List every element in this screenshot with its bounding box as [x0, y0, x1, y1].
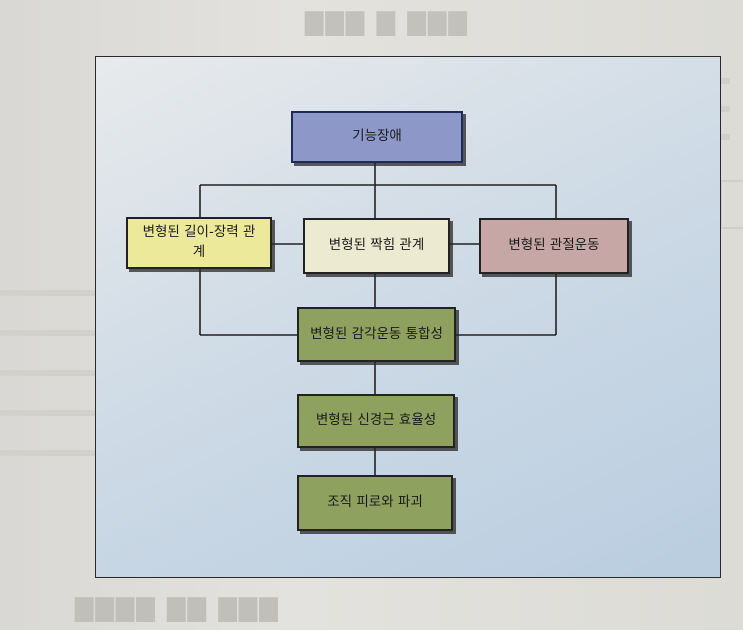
node-impairment: 기능장애 [291, 111, 463, 163]
node-label: 변형된 짝힘 관계 [328, 237, 425, 254]
node-joint-motion: 변형된 관절운동 [479, 218, 629, 274]
background-text-line [0, 410, 95, 416]
node-sensorimotor-integration: 변형된 감각운동 통합성 [297, 307, 456, 362]
node-force-couple: 변형된 짝힘 관계 [303, 218, 450, 274]
node-tissue-fatigue: 조직 피로와 파괴 [297, 475, 453, 531]
background-heading: ▇▇▇ ▇ ▇▇▇ [305, 8, 469, 36]
node-length-tension: 변형된 길이-장력 관계 [126, 217, 272, 269]
node-label: 변형된 관절운동 [508, 237, 600, 254]
node-label: 조직 피로와 파괴 [327, 494, 423, 511]
node-label: 변형된 신경근 효율성 [315, 412, 437, 429]
node-label: 변형된 길이-장력 관계 [142, 224, 256, 260]
background-text-line [0, 290, 95, 296]
background-box [720, 180, 743, 229]
background-heading: ▇▇▇▇ ▇▇ ▇▇▇ [75, 594, 280, 622]
node-label: 기능장애 [352, 128, 402, 145]
background-text-line [0, 370, 95, 376]
node-neuromuscular-efficiency: 변형된 신경근 효율성 [297, 394, 455, 448]
background-text-line [0, 450, 95, 456]
background-text-line [0, 330, 95, 336]
node-label: 변형된 감각운동 통합성 [310, 325, 443, 342]
